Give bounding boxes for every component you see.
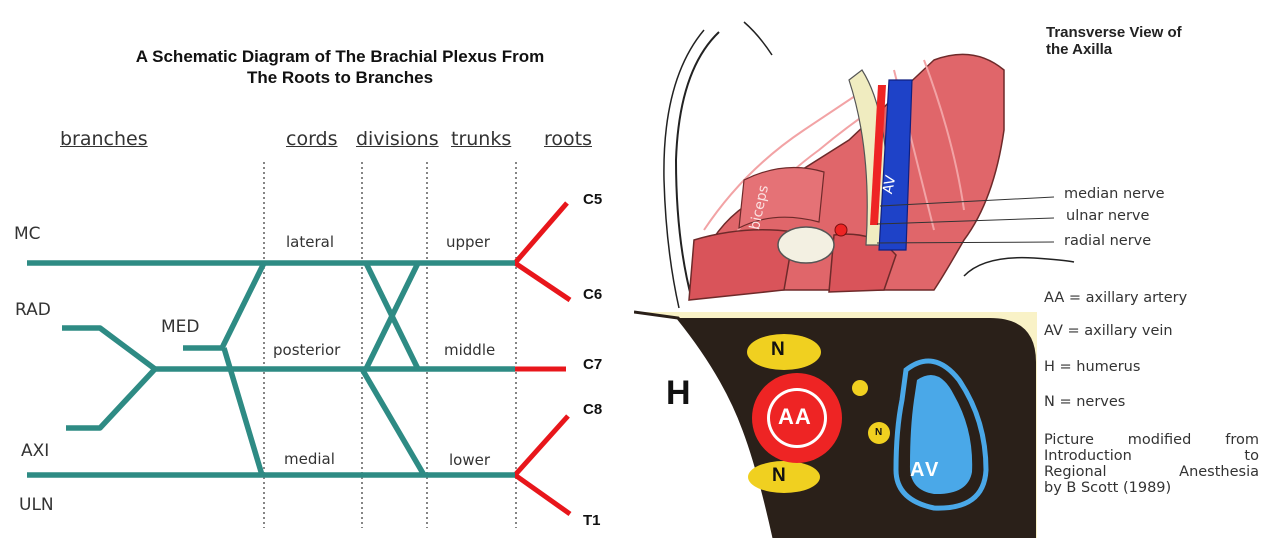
legend-av: AV = axillary vein: [1044, 323, 1173, 339]
cord-lateral: lateral: [286, 233, 334, 251]
legend-aa: AA = axillary artery: [1044, 290, 1187, 306]
caption-line-3: Regional Anesthesia: [1044, 464, 1259, 480]
root-c5: [515, 203, 567, 263]
axilla-title: Transverse View of the Axilla: [1046, 24, 1182, 58]
vein-schematic-label: AV: [910, 459, 940, 482]
axilla-schematic: [634, 312, 1037, 538]
lateral-to-med: [222, 263, 264, 348]
legend-h: H = humerus: [1044, 359, 1140, 375]
radial-nerve-label: radial nerve: [1064, 233, 1151, 249]
legend-n: N = nerves: [1044, 394, 1125, 410]
trunk-upper: upper: [446, 233, 490, 251]
nerve-bottom-label: N: [772, 465, 786, 487]
cord-medial: medial: [284, 450, 335, 468]
humerus-label: H: [666, 374, 691, 413]
humerus-bone: [778, 227, 834, 263]
radial-axillary-branch: [62, 328, 155, 428]
cord-posterior: posterior: [273, 341, 340, 359]
ulnar-nerve-label: ulnar nerve: [1066, 208, 1149, 224]
axilla-title-line1: Transverse View of: [1046, 24, 1182, 41]
roots: [515, 203, 570, 514]
artery-label: AA: [778, 404, 812, 430]
caption-line-4: by B Scott (1989): [1044, 480, 1259, 496]
nerves: [27, 263, 515, 475]
branch-mc: MC: [14, 224, 41, 244]
branch-med: MED: [161, 317, 200, 337]
root-label-c6: C6: [583, 286, 602, 303]
root-c6: [515, 263, 570, 300]
caption-line-2: Introduction to: [1044, 448, 1259, 464]
root-label-c8: C8: [583, 401, 602, 418]
nerve-dot: [852, 380, 868, 396]
artery-cross-section: [835, 224, 847, 236]
root-label-c7: C7: [583, 356, 602, 373]
trunk-lower: lower: [449, 451, 490, 469]
root-t1: [515, 475, 570, 514]
axilla-title-line2: the Axilla: [1046, 41, 1182, 58]
nerve-small-label: N: [875, 427, 882, 438]
source-caption: Picture modified from Introduction to Re…: [1044, 432, 1259, 496]
branch-axi: AXI: [21, 441, 49, 461]
median-nerve-label: median nerve: [1064, 186, 1165, 202]
nerve-top-label: N: [771, 339, 785, 361]
division-c: [362, 369, 424, 475]
branch-uln: ULN: [19, 495, 54, 515]
branch-rad: RAD: [15, 300, 51, 320]
caption-line-1: Picture modified from: [1044, 432, 1259, 448]
root-c8: [515, 416, 568, 475]
root-label-c5: C5: [583, 191, 602, 208]
trunk-middle: middle: [444, 341, 495, 359]
root-label-t1: T1: [583, 512, 601, 529]
axilla-anatomy: [634, 8, 1074, 308]
